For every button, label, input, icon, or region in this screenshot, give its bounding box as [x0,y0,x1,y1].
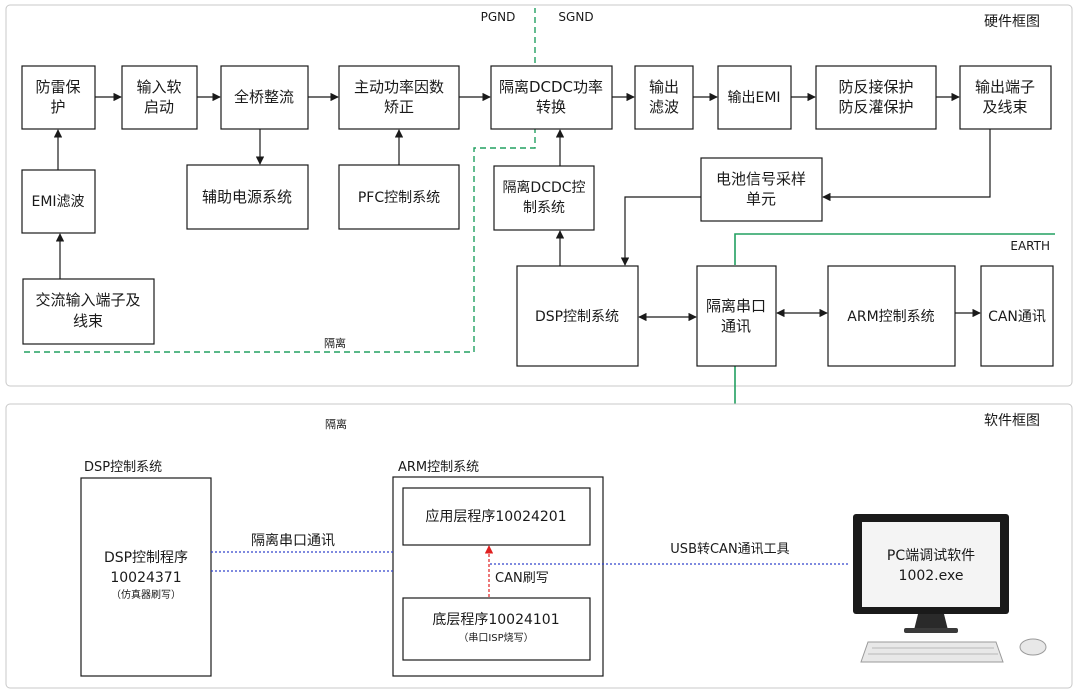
monitor-screen [862,522,1000,607]
app-program-box: 应用层程序10024201 [402,487,591,546]
block-isolated-dcdc-power: 隔离DCDC功率 转换 [490,65,613,130]
dsp-software-title: DSP控制系统 [84,460,162,475]
svg-text:输出EMI: 输出EMI [727,90,780,106]
boot-program-box: 底层程序10024101 （串口ISP烧写） [402,597,591,661]
block-output-terminal: 输出端子 及线束 [959,65,1052,130]
svg-text:ARM控制系统: ARM控制系统 [847,309,934,325]
keyboard-icon [860,641,1004,663]
mouse-icon [1019,638,1047,656]
block-output-filter: 输出 滤波 [634,65,694,130]
monitor-base [904,628,958,633]
block-arm-control: ARM控制系统 [827,265,956,367]
hardware-panel-title: 硬件框图 [984,14,1040,30]
svg-text:主动功率因数: 主动功率因数 [354,78,444,96]
serial-comm-label: 隔离串口通讯 [251,532,335,549]
boot-program-note: （串口ISP烧写） [458,631,533,644]
pc-software-file: 1002.exe [899,568,964,584]
svg-text:滤波: 滤波 [649,98,679,116]
svg-text:DSP控制程序: DSP控制程序 [104,550,188,566]
block-ac-input: 交流输入端子及 线束 [22,278,155,345]
hw-isolation-label: 隔离 [324,336,346,350]
dsp-program-note: （仿真器刷写） [111,588,181,601]
svg-text:输入软: 输入软 [136,78,181,96]
svg-text:10024371: 10024371 [110,570,181,586]
svg-text:输出: 输出 [649,78,679,96]
sw-isolation-label: 隔离 [325,417,347,431]
block-output-emi: 输出EMI [717,65,792,130]
block-can-comm: CAN通讯 [980,265,1054,367]
pc-software-name: PC端调试软件 [887,548,975,564]
block-emi-filter: EMI滤波 [21,169,96,234]
svg-text:启动: 启动 [144,98,174,116]
svg-text:辅助电源系统: 辅助电源系统 [202,188,292,206]
block-active-pfc: 主动功率因数 矫正 [338,65,460,130]
block-full-bridge-rectifier: 全桥整流 [220,65,309,130]
svg-text:输出端子: 输出端子 [975,78,1035,96]
sgnd-label: SGND [558,10,593,24]
svg-text:转换: 转换 [536,98,566,116]
svg-text:及线束: 及线束 [982,98,1027,116]
block-aux-power: 辅助电源系统 [186,164,309,230]
svg-text:交流输入端子及: 交流输入端子及 [35,291,140,309]
block-reverse-protection: 防反接保护 防反灌保护 [815,65,937,130]
block-input-soft-start: 输入软 启动 [121,65,198,130]
pgnd-label: PGND [481,10,516,24]
pc-computer: PC端调试软件 1002.exe [853,514,1047,663]
arm-software-title: ARM控制系统 [398,460,479,475]
block-pfc-control: PFC控制系统 [338,164,460,230]
svg-text:隔离DCDC功率: 隔离DCDC功率 [499,78,603,96]
svg-text:防反灌保护: 防反灌保护 [838,98,913,116]
svg-text:通讯: 通讯 [721,317,751,335]
block-battery-sampling: 电池信号采样 单元 [700,157,823,222]
svg-text:电池信号采样: 电池信号采样 [716,170,806,188]
block-dsp-control: DSP控制系统 [516,265,639,367]
monitor-stand [914,614,948,630]
svg-text:EMI滤波: EMI滤波 [31,194,84,210]
svg-text:单元: 单元 [746,190,776,208]
block-lightning-protection: 防雷保 护 [21,65,96,130]
earth-line-top [734,233,1055,265]
usb-can-label: USB转CAN通讯工具 [670,542,789,557]
earth-label: EARTH [1010,239,1050,253]
svg-text:全桥整流: 全桥整流 [234,88,294,106]
block-isolated-serial: 隔离串口 通讯 [696,265,777,367]
svg-text:护: 护 [50,98,65,116]
svg-text:线束: 线束 [73,312,103,330]
svg-text:应用层程序10024201: 应用层程序10024201 [425,508,566,525]
svg-text:隔离串口: 隔离串口 [706,297,766,315]
svg-text:DSP控制系统: DSP控制系统 [535,309,619,325]
svg-text:PFC控制系统: PFC控制系统 [358,190,440,206]
arrow-terminal-to-sampling [822,129,991,202]
svg-text:底层程序10024101: 底层程序10024101 [432,612,559,628]
dsp-program-box: DSP控制程序 10024371 （仿真器刷写） [80,477,212,677]
svg-text:矫正: 矫正 [384,98,414,116]
svg-text:防雷保: 防雷保 [35,78,80,96]
svg-text:CAN通讯: CAN通讯 [988,309,1046,325]
software-panel-title: 软件框图 [984,413,1040,429]
svg-text:隔离DCDC控: 隔离DCDC控 [502,179,585,196]
block-dcdc-control: 隔离DCDC控 制系统 [493,165,595,231]
svg-text:制系统: 制系统 [523,200,565,216]
can-flash-label: CAN刷写 [495,571,549,586]
arrow-sampling-to-dsp [620,196,701,266]
svg-text:防反接保护: 防反接保护 [838,78,913,96]
